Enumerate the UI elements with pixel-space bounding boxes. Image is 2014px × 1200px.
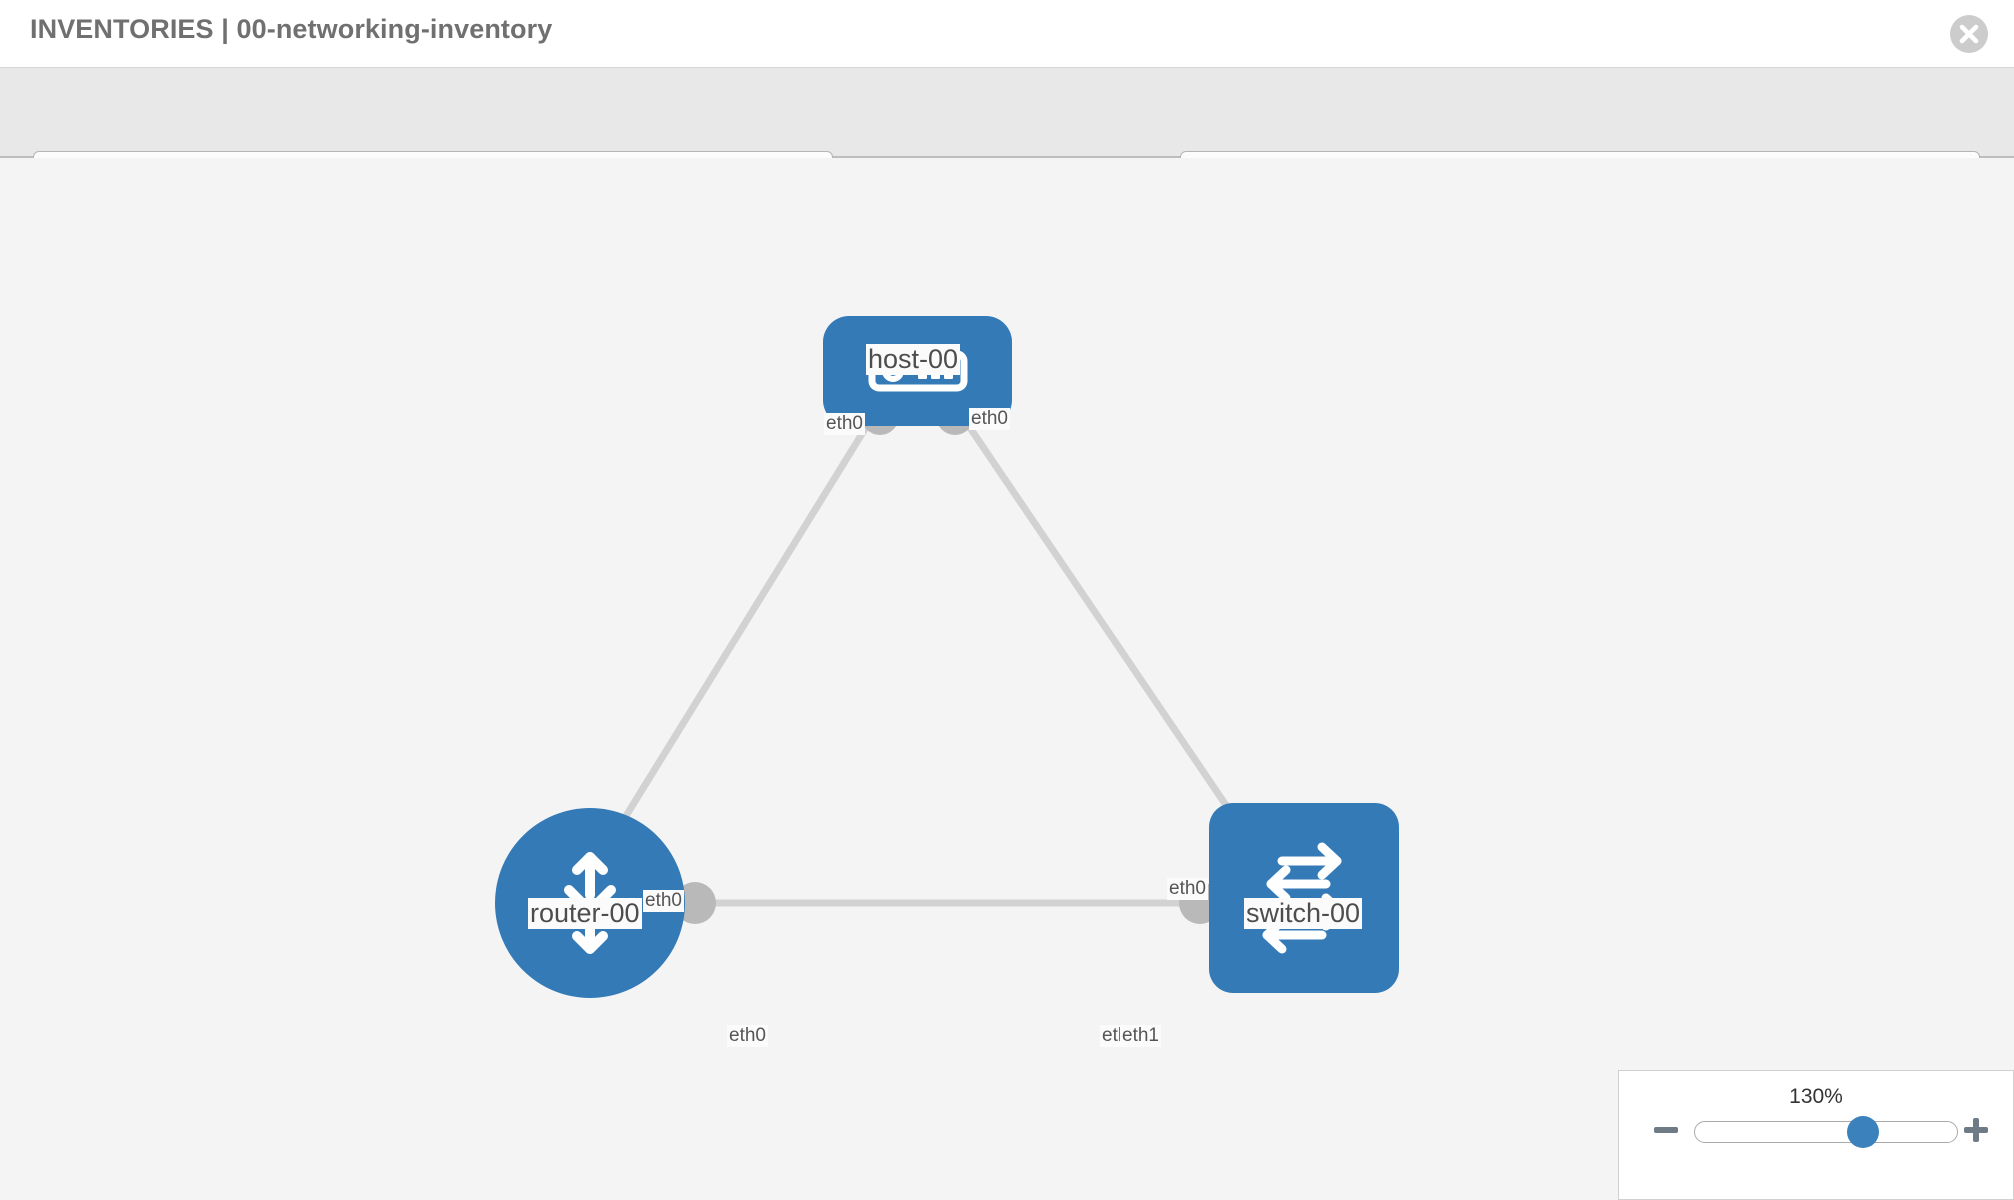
toolbar: ACTIONS SEARCH [0,68,2014,203]
switch-node-label: switch-00 [1244,898,1363,929]
edge-label-switch-upper: eth0 [1167,878,1208,900]
edge-label-router-upper: eth0 [643,890,684,912]
edge-label-host-right: eth0 [969,408,1010,430]
zoom-level-value: 130% [1789,1085,1843,1108]
zoom-control-panel[interactable]: 130% [1618,1070,2014,1200]
topology-canvas[interactable]: host-00 [0,158,2014,1200]
link-host-switch[interactable] [959,414,1258,850]
zoom-slider[interactable] [1694,1116,1958,1148]
zoom-in-button[interactable] [1961,1115,1991,1145]
close-icon[interactable] [1950,15,1988,53]
link-host-router[interactable] [597,414,876,860]
zoom-slider-thumb[interactable] [1847,1116,1879,1148]
edge-label-router-right: eth0 [727,1025,768,1047]
edge-label-host-left: eth0 [824,413,865,435]
router-node-label: router-00 [528,898,642,929]
topology-graph [597,397,1258,924]
host-node-label: host-00 [866,344,961,375]
zoom-out-button[interactable] [1651,1115,1681,1145]
page-header: INVENTORIES | 00-networking-inventory [0,0,2014,68]
page-title: INVENTORIES | 00-networking-inventory [30,14,553,44]
edge-label-switch-left: eth1 [1120,1025,1161,1047]
